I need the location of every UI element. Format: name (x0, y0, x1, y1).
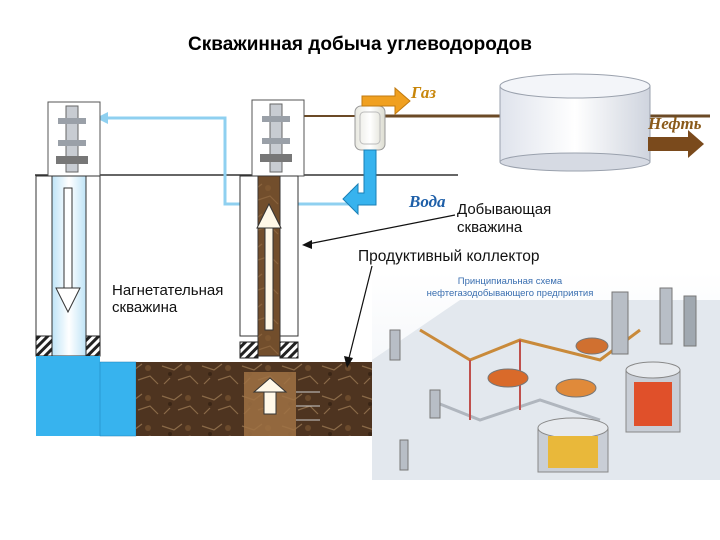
injection-water-zone (36, 356, 152, 437)
water-label: Вода (409, 192, 446, 211)
producing-well-pointer (307, 214, 456, 245)
injection-well-label-line2: скважина (112, 299, 178, 316)
collector-pointer (347, 265, 373, 363)
injection-well-label: Нагнетательная скважина (112, 282, 252, 316)
gas-label: Газ (411, 83, 436, 102)
water-return-line (105, 116, 354, 206)
injection-wellhead (47, 101, 101, 177)
producing-well-label-line1: Добывающая (457, 201, 552, 218)
injection-well-label-line1: Нагнетательная (112, 282, 224, 299)
oil-label: Нефть (648, 114, 702, 133)
gas-arrow (361, 86, 411, 116)
injection-well-bore (35, 175, 101, 357)
oil-gas-plant-illustration (372, 272, 720, 480)
plant-scheme-caption: Принципиальная схема нефтегазодобывающег… (400, 276, 620, 300)
producing-well-label-line2: скважина (457, 219, 523, 236)
reservoir-rock (136, 362, 374, 436)
separator-vessel (354, 105, 386, 151)
collector-label: Продуктивный коллектор (358, 248, 540, 265)
page-title: Скважинная добыча углеводородов (188, 34, 532, 55)
producing-well-bore (239, 175, 299, 359)
water-arrow (342, 149, 377, 216)
water-line-arrowhead (96, 112, 108, 124)
oil-arrow (648, 130, 704, 158)
plant-caption-line1: Принципиальная схема (457, 276, 563, 287)
collector-pointer-head (344, 356, 353, 368)
producing-well-pointer-head (302, 240, 312, 249)
producing-well-label: Добывающая скважина (457, 201, 597, 237)
plant-caption-line2: нефтегазодобывающего предприятия (426, 288, 594, 299)
storage-tank (499, 73, 651, 172)
producing-wellhead (251, 99, 305, 177)
